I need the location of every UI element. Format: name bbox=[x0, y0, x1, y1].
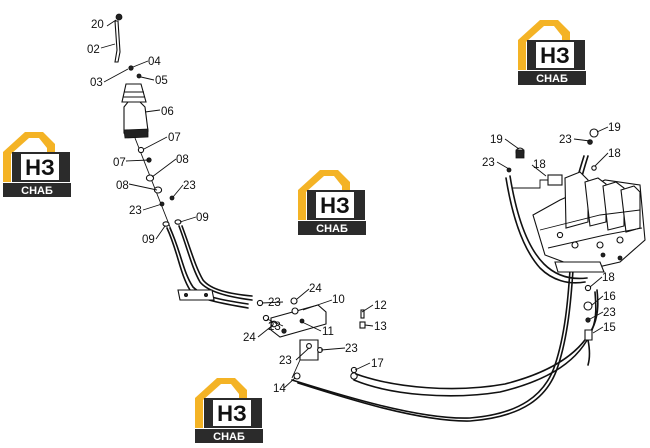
logo-text: СНАБ bbox=[536, 73, 568, 85]
logo-white-block bbox=[213, 400, 251, 426]
callout-18: 18 bbox=[533, 159, 546, 171]
callout-03: 03 bbox=[90, 77, 103, 89]
logo-text: СНАБ bbox=[316, 223, 348, 235]
callout-18: 18 bbox=[608, 148, 621, 160]
lever-handle bbox=[114, 20, 121, 63]
callout-23: 23 bbox=[268, 321, 281, 333]
callout-23: 23 bbox=[183, 180, 196, 192]
callout-23: 23 bbox=[482, 157, 495, 169]
callout-23: 23 bbox=[268, 297, 281, 309]
callout-14: 14 bbox=[273, 383, 286, 395]
brand-watermarks: НЗ СНАБ НЗ СНАБ НЗ СНАБ НЗ СНАБ bbox=[3, 20, 586, 443]
callout-16: 16 bbox=[603, 291, 616, 303]
callout-17: 17 bbox=[371, 358, 384, 370]
logo-letters: НЗ bbox=[320, 193, 350, 218]
lever-cap bbox=[115, 13, 123, 21]
brand-logo: НЗ СНАБ bbox=[195, 378, 263, 443]
main-hoses bbox=[291, 155, 599, 422]
valve-base bbox=[123, 128, 149, 139]
callout-08: 08 bbox=[176, 154, 189, 166]
callout-labels: 20 02 04 03 05 06 07 07 08 08 23 23 09 0… bbox=[87, 19, 621, 395]
logo-text: СНАБ bbox=[213, 431, 245, 443]
callout-23: 23 bbox=[559, 134, 572, 146]
seal-16 bbox=[583, 301, 593, 311]
brand-logo: НЗ СНАБ bbox=[3, 132, 71, 197]
callout-20: 20 bbox=[91, 19, 104, 31]
callout-09: 09 bbox=[196, 212, 209, 224]
callout-24: 24 bbox=[243, 332, 256, 344]
logo-letters: НЗ bbox=[217, 401, 247, 426]
logo-white-block bbox=[21, 154, 59, 180]
joystick-assembly bbox=[114, 13, 182, 233]
nut-part bbox=[136, 73, 142, 79]
logo-white-block bbox=[536, 42, 574, 68]
callout-23: 23 bbox=[603, 307, 616, 319]
leader-lines bbox=[100, 19, 609, 389]
washer-part bbox=[137, 146, 145, 154]
callout-08: 08 bbox=[116, 180, 129, 192]
callout-23: 23 bbox=[279, 355, 292, 367]
fitting-part bbox=[162, 221, 170, 227]
fitting-19 bbox=[589, 128, 599, 138]
manifold-block bbox=[256, 297, 366, 380]
logo-white-block bbox=[316, 192, 354, 218]
callout-09: 09 bbox=[142, 234, 155, 246]
callout-23: 23 bbox=[345, 343, 358, 355]
hose-clamp-plate bbox=[177, 289, 215, 301]
callout-11: 11 bbox=[322, 326, 334, 338]
callout-19: 19 bbox=[608, 122, 621, 134]
callout-23: 23 bbox=[129, 205, 142, 217]
joystick-hoses bbox=[166, 225, 253, 309]
logo-letters: НЗ bbox=[25, 155, 55, 180]
logo-letters: НЗ bbox=[540, 43, 570, 68]
ball-part bbox=[128, 65, 134, 71]
seal-ring bbox=[153, 186, 163, 194]
callout-18: 18 bbox=[602, 272, 615, 284]
callout-12: 12 bbox=[374, 300, 387, 312]
pilot-valve-body bbox=[123, 101, 149, 134]
control-valve-bank bbox=[506, 128, 646, 341]
rubber-boot bbox=[121, 83, 147, 103]
callout-07: 07 bbox=[168, 132, 181, 144]
seal-ring bbox=[145, 174, 155, 182]
bracket-part bbox=[299, 339, 319, 361]
callout-10: 10 bbox=[332, 294, 345, 306]
fitting-15 bbox=[584, 329, 593, 341]
callout-13: 13 bbox=[374, 321, 387, 333]
callout-24: 24 bbox=[309, 283, 322, 295]
callout-06: 06 bbox=[161, 106, 174, 118]
brand-logo: НЗ СНАБ bbox=[298, 170, 366, 235]
callout-19: 19 bbox=[490, 134, 503, 146]
brand-logo: НЗ СНАБ bbox=[518, 20, 586, 85]
callout-05: 05 bbox=[155, 75, 168, 87]
logo-text: СНАБ bbox=[21, 185, 53, 197]
callout-07: 07 bbox=[113, 157, 126, 169]
callout-15: 15 bbox=[603, 322, 616, 334]
callout-02: 02 bbox=[87, 44, 100, 56]
callout-04: 04 bbox=[148, 56, 161, 68]
